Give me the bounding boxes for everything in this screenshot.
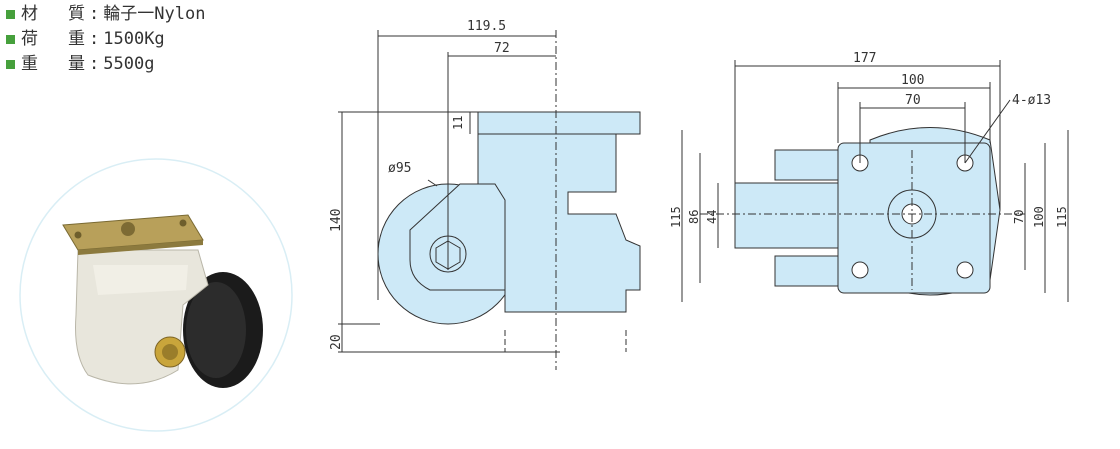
dim-hole-pitch-x: 70 — [905, 93, 921, 108]
dim-axle-offset: 72 — [494, 41, 510, 56]
spec-value: 5500g — [103, 54, 155, 74]
spec-value: 1500Kg — [103, 29, 165, 49]
dim-height-left: 115 — [669, 206, 683, 228]
product-photo — [19, 158, 293, 432]
spec-material: 材 質 : 輪子一Nylon — [6, 2, 205, 27]
dim-wheel-dia: ø95 — [388, 161, 411, 176]
spec-label: 重 量 — [21, 54, 85, 74]
dim-plate-thickness: 11 — [451, 116, 465, 130]
side-view-drawing: 119.5 72 11 ø95 140 20 — [329, 19, 641, 370]
dim-holes: 4-ø13 — [1012, 93, 1051, 108]
dim-overall-width: 177 — [853, 51, 876, 66]
dim-hole-pitch-y: 70 — [1012, 210, 1026, 224]
spec-list: 材 質 : 輪子一Nylon 荷 重 : 1500Kg 重 量 : 5500g — [6, 2, 205, 77]
spec-value: 輪子一Nylon — [103, 4, 206, 24]
dim-plate-height: 100 — [1032, 206, 1046, 228]
dim-total-width: 119.5 — [467, 19, 506, 34]
spec-label: 荷 重 — [21, 29, 85, 49]
dim-body-height: 86 — [687, 210, 701, 224]
dim-stroke: 20 — [329, 334, 344, 350]
bullet-icon — [6, 60, 15, 69]
dim-height-right: 115 — [1055, 206, 1069, 228]
spec-weight: 重 量 : 5500g — [6, 52, 205, 77]
spec-label: 材 質 — [21, 4, 85, 24]
dim-plate-width: 100 — [901, 73, 924, 88]
bullet-icon — [6, 35, 15, 44]
dim-height: 140 — [329, 209, 344, 232]
spec-load: 荷 重 : 1500Kg — [6, 27, 205, 52]
bullet-icon — [6, 10, 15, 19]
front-view-drawing: 177 100 70 4-ø13 115 86 44 70 100 115 — [669, 51, 1069, 302]
dim-inner-height: 44 — [705, 210, 719, 224]
